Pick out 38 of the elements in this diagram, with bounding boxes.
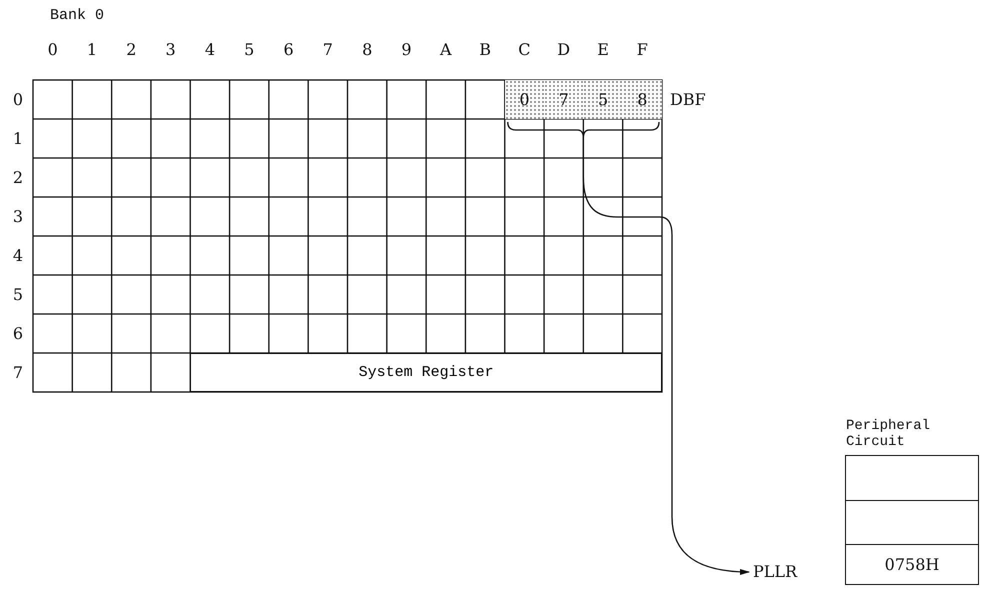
column-address: 0 <box>46 40 59 60</box>
column-address: 9 <box>400 40 413 60</box>
empty-register-row <box>845 455 979 501</box>
register-band: System Register <box>190 353 662 392</box>
row-address: 0 <box>12 90 24 110</box>
column-address: 6 <box>282 40 295 60</box>
row-address: 5 <box>12 285 24 305</box>
arrow <box>582 138 750 575</box>
column-address: B <box>478 40 492 60</box>
column-address: 5 <box>243 40 256 60</box>
row-address: 2 <box>12 168 24 188</box>
column-address: 8 <box>361 40 374 60</box>
column-address: D <box>556 40 572 60</box>
row-address: 3 <box>12 207 24 227</box>
column-address: E <box>596 40 610 60</box>
row-address: 4 <box>12 246 24 266</box>
shaded-register-cell: 7 <box>544 80 584 119</box>
column-address: F <box>636 40 649 60</box>
column-address: 7 <box>322 40 334 60</box>
column-address: 2 <box>125 40 138 60</box>
row-address: 1 <box>12 129 24 149</box>
register-name: PLLR <box>752 562 798 582</box>
buffer-name: DBF <box>670 90 707 110</box>
row-address: 7 <box>12 363 24 383</box>
shaded-register-cell: 0 <box>504 80 544 119</box>
column-address: 3 <box>164 40 177 60</box>
shaded-register-cell: 8 <box>622 80 662 119</box>
empty-register-row <box>845 500 979 545</box>
column-address: C <box>517 40 532 60</box>
table-heading: Peripheral Circuit <box>846 418 932 450</box>
brace <box>507 122 660 139</box>
row-address: 6 <box>12 324 24 344</box>
shaded-register-cell: 5 <box>583 80 623 119</box>
column-address: 1 <box>86 40 98 60</box>
bank-label: Bank 0 <box>50 6 106 26</box>
column-address: 4 <box>204 40 216 60</box>
column-address: A <box>438 40 453 60</box>
register-row: 0758H <box>845 544 979 585</box>
